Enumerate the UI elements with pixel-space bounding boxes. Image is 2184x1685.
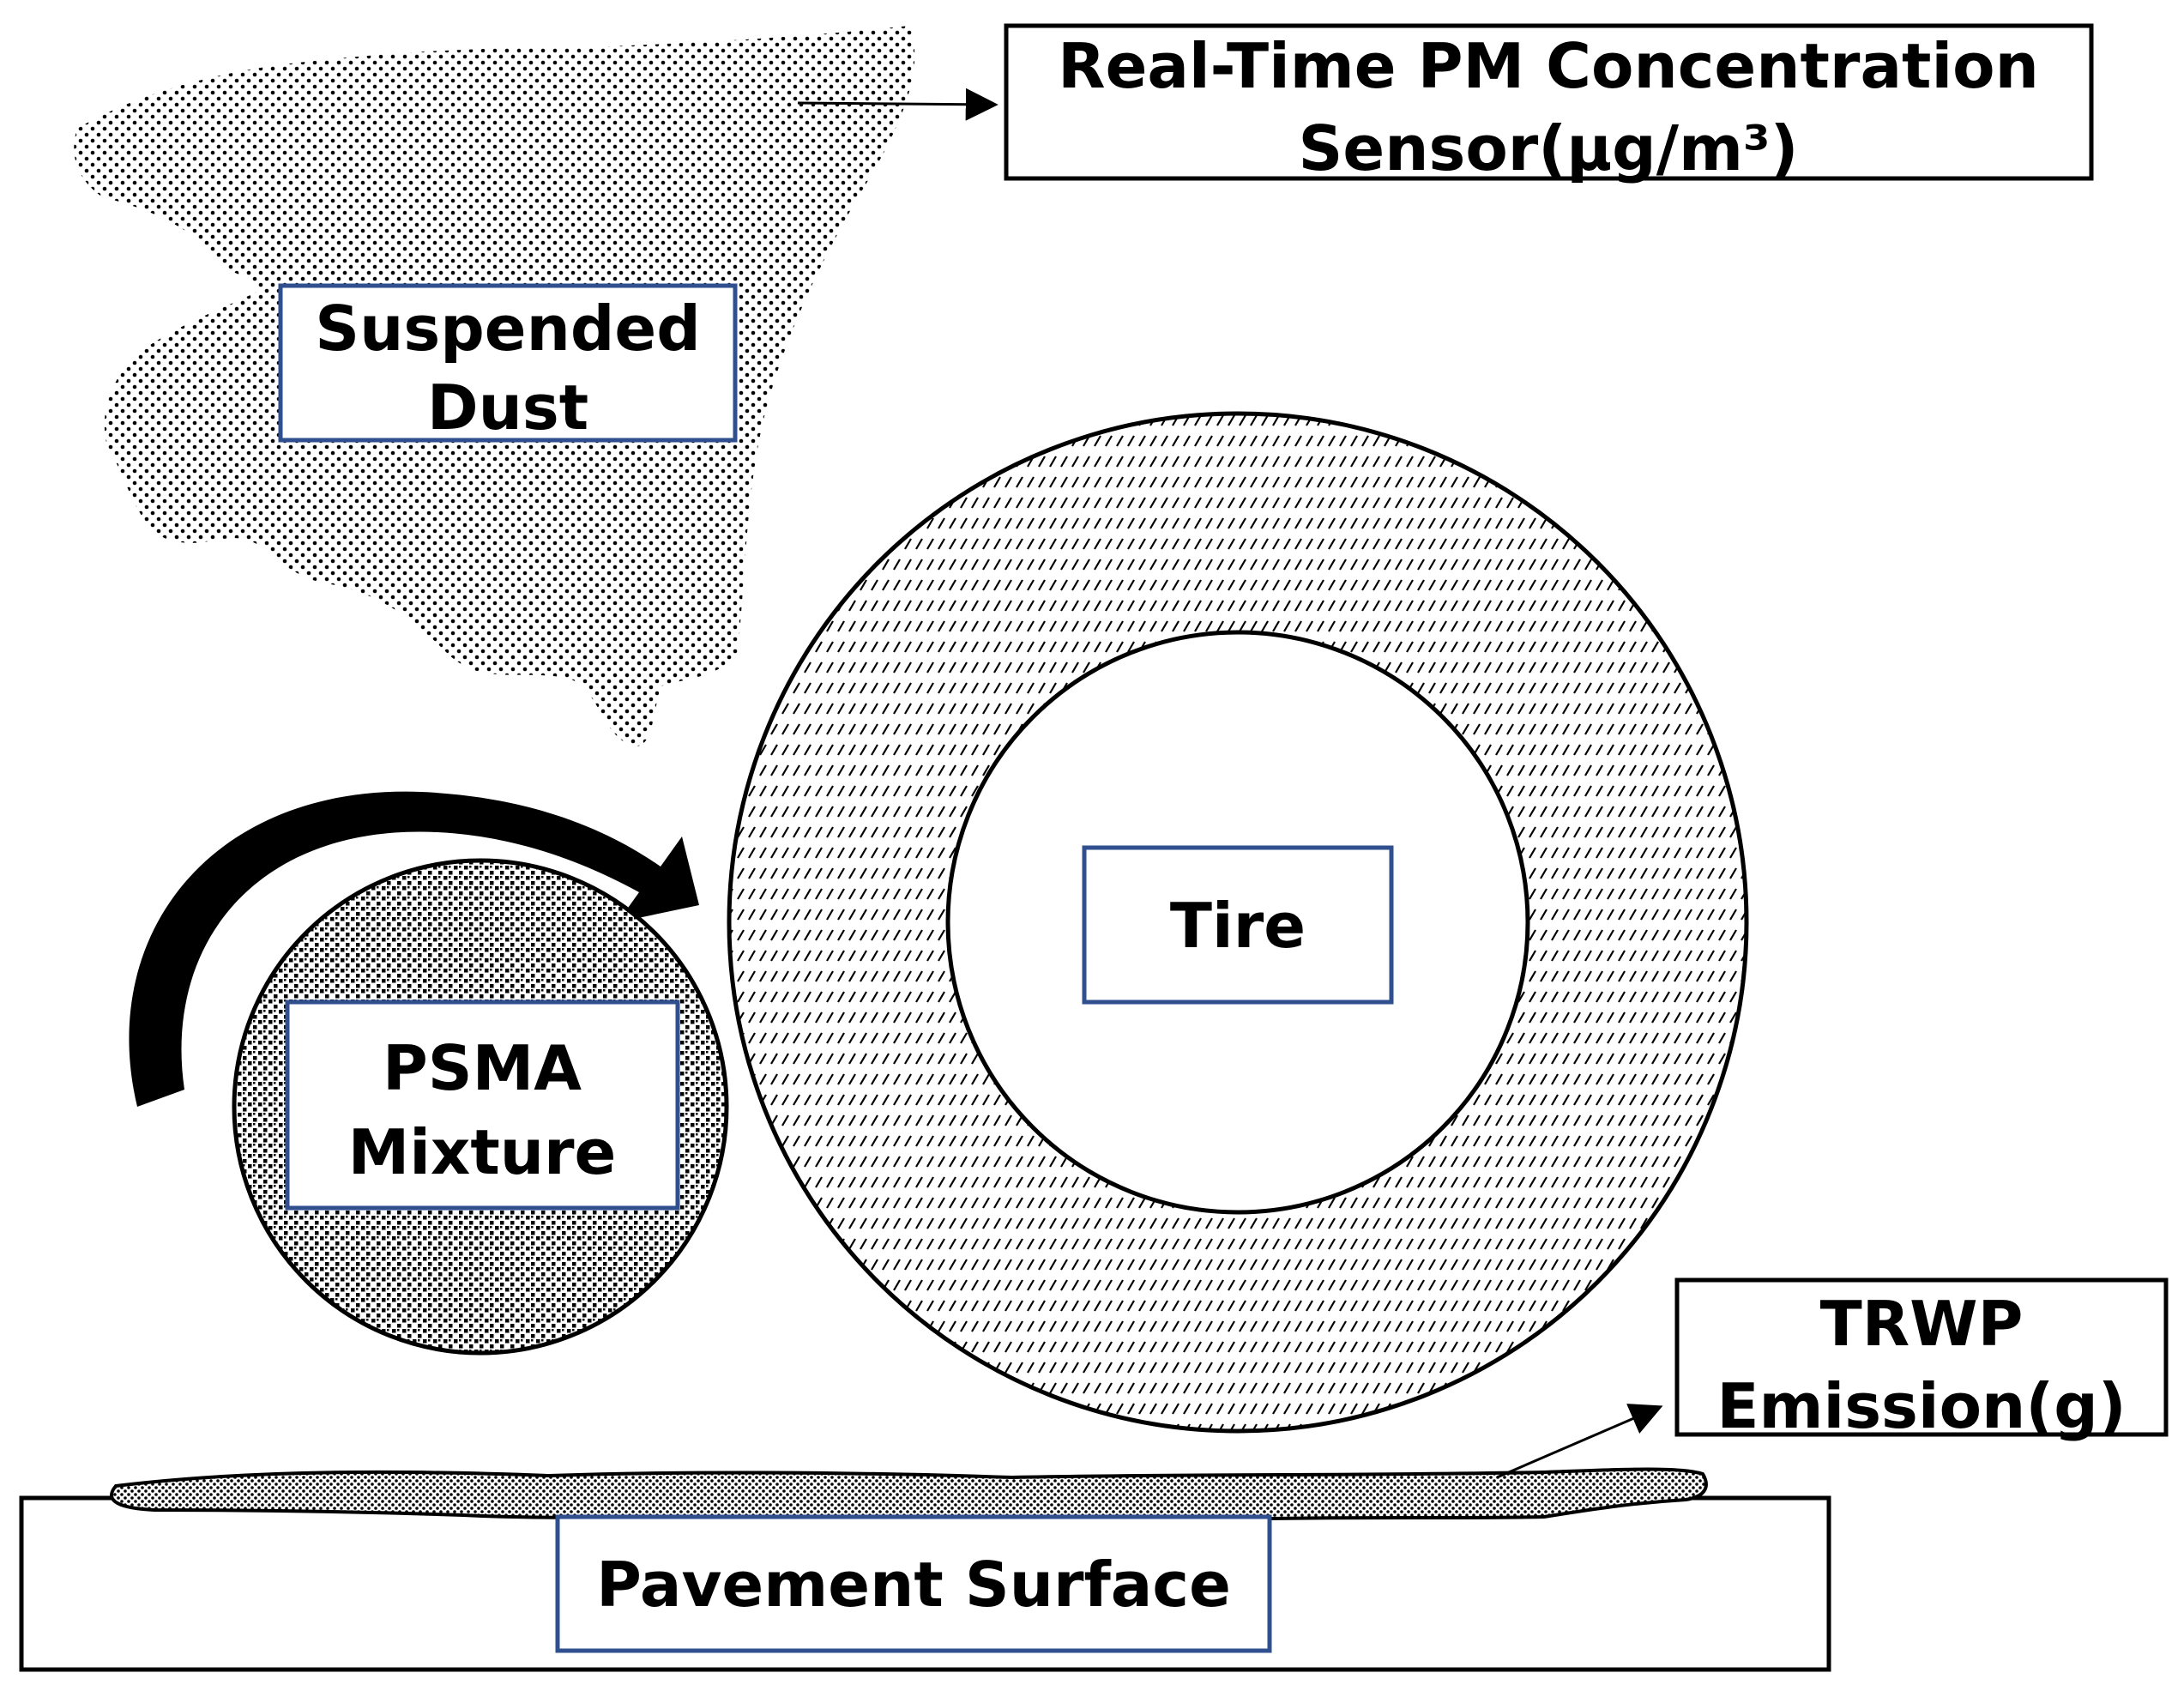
trwp-layer — [110, 1467, 1708, 1524]
rotation-arrow-icon — [129, 791, 700, 1107]
suspended-dust-box: Suspended Dust — [278, 283, 738, 444]
sensor-label-line1: Real-Time PM Concentration — [1058, 30, 2039, 102]
trwp-label-line2: Emission(g) — [1716, 1370, 2126, 1442]
psma-label-line2: Mixture — [348, 1116, 617, 1188]
pavement-label: Pavement Surface — [596, 1549, 1231, 1621]
trwp-box: TRWP Emission(g) — [1674, 1277, 2169, 1442]
suspended-dust-label-line2: Dust — [427, 371, 588, 444]
trwp-label-line1: TRWP — [1820, 1288, 2024, 1360]
psma-mixture: PSMA Mixture — [232, 858, 729, 1356]
sensor-label-line2: Sensor(µg/m³) — [1299, 112, 1799, 184]
trwp-arrow — [1496, 1404, 1663, 1479]
tire: Tire — [727, 411, 1749, 1434]
psma-label-line1: PSMA — [383, 1032, 582, 1104]
sensor-arrow — [797, 88, 998, 121]
suspended-dust-label-line1: Suspended — [315, 293, 701, 365]
pavement-label-box: Pavement Surface — [555, 1514, 1272, 1653]
tire-label: Tire — [1170, 890, 1306, 962]
sensor-box: Real-Time PM Concentration Sensor(µg/m³) — [1004, 23, 2094, 184]
